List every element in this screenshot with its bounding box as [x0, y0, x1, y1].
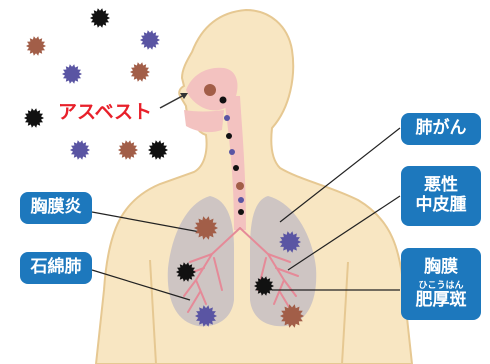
- pleurisy-text: 胸膜炎: [31, 198, 82, 218]
- asbestos-particle: [62, 64, 82, 83]
- asbestos-particle: [279, 231, 301, 252]
- asbestos-particle: [26, 36, 46, 55]
- asbestosis-label: 石綿肺: [20, 252, 92, 284]
- asbestos-particle: [280, 304, 304, 327]
- asbestos-particle: [130, 62, 150, 81]
- pleural-plaque-text-line2: 肥厚斑: [416, 291, 467, 311]
- asbestos-particle: [140, 30, 160, 49]
- asbestos-particle: [118, 140, 138, 159]
- asbestos-particle: [194, 216, 218, 239]
- mesothelioma-text-line1: 悪性: [424, 176, 458, 196]
- asbestos-particle: [70, 140, 90, 159]
- pleurisy-label: 胸膜炎: [20, 192, 92, 224]
- pleural-plaque-label: 胸膜 ひこうはん 肥厚斑: [401, 248, 481, 320]
- mesothelioma-label: 悪性 中皮腫: [401, 166, 481, 226]
- asbestos-particle: [24, 108, 44, 127]
- asbestos-particle: [148, 140, 168, 159]
- lung-cancer-label: 肺がん: [401, 113, 481, 145]
- pleural-plaque-text-line1: 胸膜: [424, 258, 458, 278]
- mesothelioma-text-line2: 中皮腫: [416, 196, 467, 216]
- asbestos-particle: [254, 276, 274, 295]
- asbestosis-text: 石綿肺: [31, 258, 82, 278]
- asbestos-particle: [90, 8, 110, 27]
- asbestos-particle: [176, 262, 196, 281]
- lung-cancer-text: 肺がん: [416, 119, 467, 139]
- asbestos-label: アスベスト: [58, 97, 152, 124]
- asbestos-particle: [195, 305, 217, 326]
